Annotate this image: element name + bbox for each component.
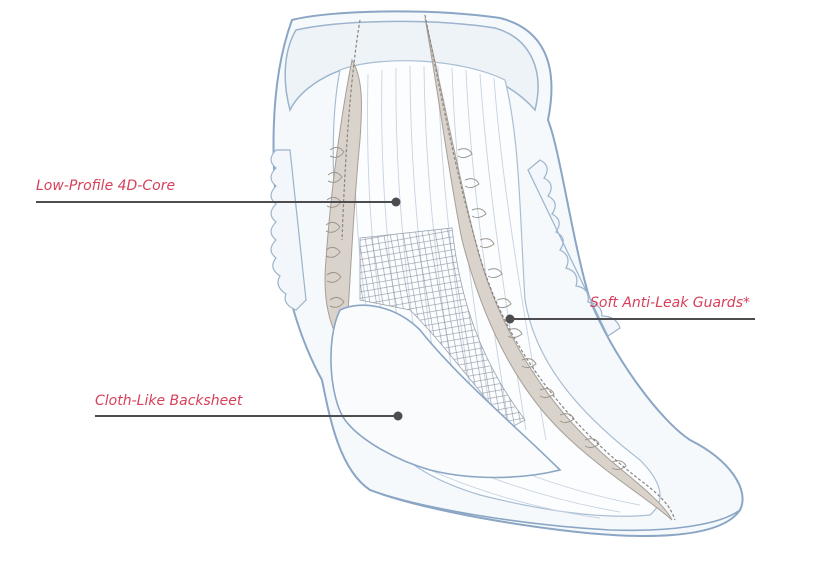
callout-dots	[391, 197, 515, 421]
backsheet-callout-label: Cloth-Like Backsheet	[95, 393, 243, 409]
core-callout-label: Low-Profile 4D-Core	[36, 178, 176, 194]
backsheet-leader-dot	[393, 411, 403, 421]
right-guard-ruffles	[457, 148, 627, 471]
guards-callout-label: Soft Anti-Leak Guards*	[590, 295, 750, 311]
guards-leader-dot	[505, 314, 515, 324]
callout-leaders	[36, 201, 755, 417]
core-leader-dot	[391, 197, 401, 207]
elastic-seams	[341, 14, 676, 521]
pad-bottom-sweep	[369, 489, 741, 532]
pad-illustration	[270, 10, 744, 537]
outer-side-ruffles	[270, 149, 621, 337]
absorbent-mesh	[359, 227, 526, 429]
